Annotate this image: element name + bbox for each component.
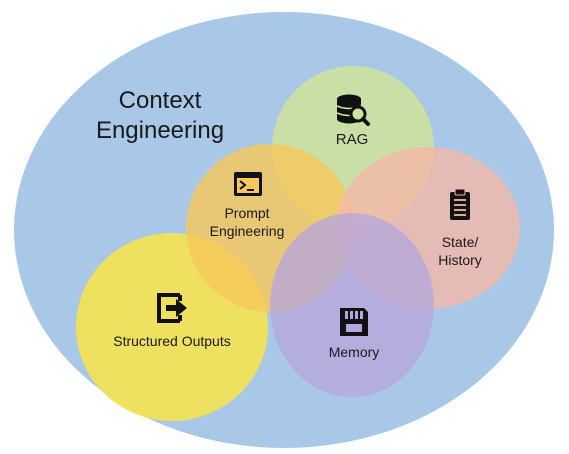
- terminal-icon: [234, 172, 262, 196]
- rag-label: RAG: [336, 131, 369, 148]
- memory-card-icon: [340, 308, 368, 336]
- diagram-title-line1: Context: [119, 87, 202, 114]
- venn-circles: [76, 66, 520, 421]
- prompt-label-line2: Engineering: [210, 223, 285, 239]
- prompt-label-line1: Prompt: [224, 205, 269, 221]
- database-search-icon: [336, 94, 370, 126]
- memory-circle: [270, 213, 434, 397]
- memory-label: Memory: [329, 344, 380, 360]
- export-icon: [157, 293, 187, 323]
- state-label-line2: History: [438, 252, 482, 268]
- state-label-line1: State/: [442, 234, 479, 250]
- structured-outputs-label: Structured Outputs: [113, 333, 231, 349]
- clipboard-icon: [450, 188, 470, 220]
- diagram-title-line2: Engineering: [96, 117, 224, 144]
